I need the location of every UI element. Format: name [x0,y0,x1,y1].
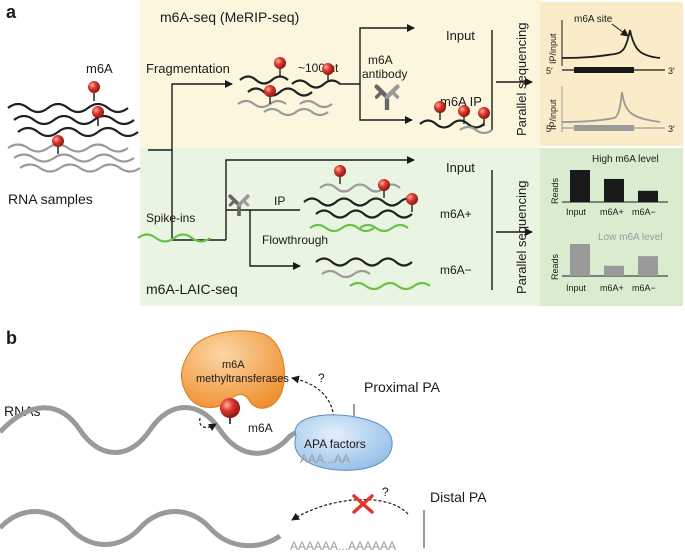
merip-title: m6A-seq (MeRIP-seq) [160,9,299,25]
m6a-ball-icon [322,63,334,75]
bar-cat-minus-bottom: m6A− [632,283,656,293]
m6a-ball-icon [274,57,286,69]
ip-label: IP [274,194,285,208]
m6a-ball-icon [334,165,346,177]
m6a-ball-icon [92,106,104,118]
blocked-x-icon [352,494,374,514]
proximal-pa-label: Proximal PA [364,379,441,395]
m6a-ball-icon [478,107,490,119]
panel-a: a m6A RNA samples [6,0,683,306]
parallel-seq-bottom: Parallel sequencing [514,181,529,294]
rna-strand-lower [0,509,282,549]
high-bars [570,170,658,202]
reads-axis-top: Reads [550,177,560,204]
input-label-top: Input [446,28,475,43]
methyltransferase-enzyme [181,330,285,409]
ip-fragments-group [419,112,493,135]
m6a-ball-icon [88,81,100,93]
m6a-label: m6A [86,61,113,76]
laic-bar-charts: High m6A level Reads Input m6A+ m6A− Low… [550,154,668,293]
question-mark-top: ? [318,371,325,385]
question-mark-bottom: ? [382,485,389,499]
m6a-ball-icon [264,85,276,97]
low-bar-1 [604,265,624,276]
parallel-seq-top: Parallel sequencing [514,23,529,136]
five-prime-top: 5′ [546,66,553,76]
laic-title: m6A-LAIC-seq [146,281,238,297]
m6a-ball-icon [458,105,470,117]
m6a-ball-icon [406,193,418,205]
fragmentation-label: Fragmentation [146,61,230,76]
bar-cat-input-top: Input [566,207,587,217]
methyltransferase-label-1: m6A [222,359,245,371]
ip-input-axis-top: IP/input [548,33,558,64]
antibody-label-1: m6A [368,53,393,67]
panel-b: b RNAs m6A methyltransferases m6A ? Prox… [0,328,487,553]
distal-pa-label: Distal PA [430,489,487,505]
apa-factors-complex [294,414,393,471]
input-label-bottom: Input [446,160,475,175]
high-bar-1 [604,178,624,202]
spike-in-rna [137,233,211,243]
reads-axis-bottom: Reads [550,253,560,280]
m6a-site-label: m6A site [574,14,613,25]
m6a-minus-label: m6A− [440,263,472,277]
flowthrough-label: Flowthrough [262,233,328,247]
three-prime-top: 3′ [668,66,675,76]
low-level-label: Low m6A level [598,232,662,243]
m6a-ball-icon [52,135,64,147]
five-prime-bottom: 5′ [546,124,553,134]
ip-input-axis-bottom: IP/input [548,99,558,130]
polya-long: AAAAAA...AAAAAA [290,539,396,553]
spike-ins-label: Spike-ins [146,211,195,225]
flowthrough-rnas [315,257,431,291]
rna-strand-upper [0,405,302,456]
rna-samples-group [7,92,141,173]
bar-cat-plus-top: m6A+ [600,207,624,217]
branch-arrows [148,24,533,290]
merip-peak-plots: m6A site IP/input 5′ 3′ IP/input 5′ 3′ [546,14,675,134]
high-level-label: High m6A level [592,154,659,165]
antibody-label-2: antibody [362,67,407,81]
high-bar-2 [638,190,658,202]
m6a-ball-icon [220,398,240,418]
m6a-ball-icon [378,179,390,191]
methyltransferase-label-2: methyltransferases [196,373,289,385]
merip-background [140,0,540,148]
rnas-label: RNAs [4,403,41,419]
bar-cat-minus-top: m6A− [632,207,656,217]
apa-factors-label: APA factors [304,437,366,451]
low-bar-2 [638,256,658,276]
polya-short: AAA...AA [300,452,350,466]
bar-cat-input-bottom: Input [566,283,587,293]
m6a-ip-label: m6A IP [440,94,482,109]
bar-cat-plus-bottom: m6A+ [600,283,624,293]
panel-a-letter: a [6,2,17,22]
high-bar-0 [570,170,590,202]
m6a-plus-label: m6A+ [440,207,472,221]
three-prime-bottom: 3′ [668,124,675,134]
panel-b-letter: b [6,328,17,348]
fragments-group [237,68,341,117]
m6a-label-b: m6A [248,421,273,435]
laic-result-box [540,148,683,306]
m6a-ball-icon [434,101,446,113]
rna-samples-label: RNA samples [8,191,93,207]
low-bars [570,244,658,276]
low-bar-0 [570,244,590,276]
